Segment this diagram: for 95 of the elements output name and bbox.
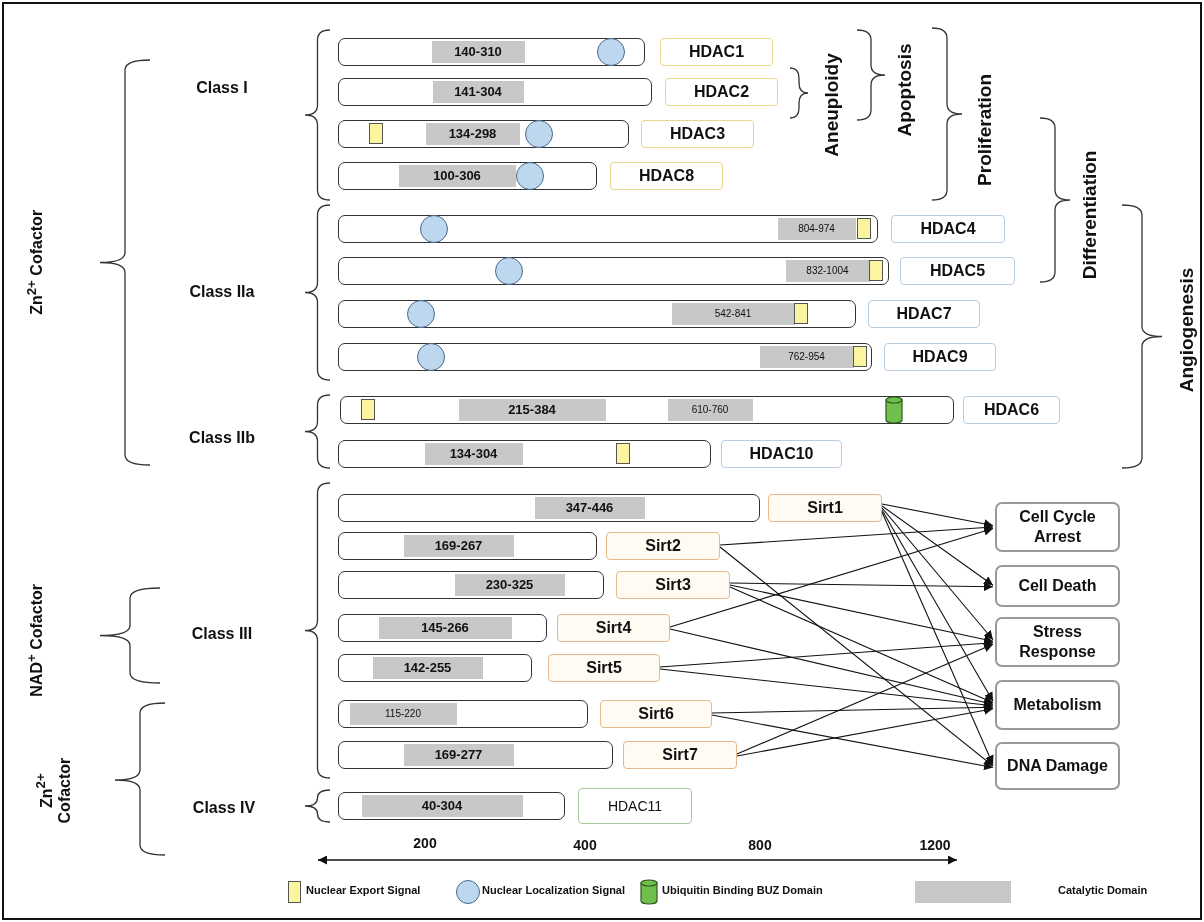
protein-label: HDAC6 bbox=[963, 396, 1060, 424]
outcome-box: DNA Damage bbox=[995, 742, 1120, 790]
protein-label: HDAC9 bbox=[884, 343, 996, 371]
arrow bbox=[719, 546, 994, 767]
protein-label: Sirt3 bbox=[616, 571, 730, 599]
arrow bbox=[881, 507, 994, 641]
protein-label: Sirt5 bbox=[548, 654, 660, 682]
protein-bar bbox=[338, 300, 856, 328]
outcome-box: Stress Response bbox=[995, 617, 1120, 667]
domain-box: 542-841 bbox=[671, 302, 795, 325]
protein-bar bbox=[338, 38, 645, 66]
arrow bbox=[669, 526, 994, 628]
domain-box: 762-954 bbox=[759, 345, 854, 368]
protein-label: Sirt1 bbox=[768, 494, 882, 522]
protein-label: HDAC10 bbox=[721, 440, 842, 468]
protein-label: Sirt7 bbox=[623, 741, 737, 769]
class-label: Class I bbox=[195, 79, 249, 98]
arrow bbox=[719, 523, 994, 546]
protein-label: HDAC3 bbox=[641, 120, 754, 148]
protein-label: Sirt2 bbox=[606, 532, 720, 560]
protein-bar bbox=[338, 792, 565, 820]
domain-box: 347-446 bbox=[534, 496, 645, 519]
legend-text: Nuclear Export Signal bbox=[306, 884, 421, 896]
protein-bar bbox=[338, 162, 597, 190]
domain-box: 141-304 bbox=[432, 80, 524, 103]
protein-bar bbox=[338, 120, 629, 148]
domain-box: 140-310 bbox=[431, 40, 525, 63]
outcome-box: Cell Cycle Arrest bbox=[995, 502, 1120, 552]
protein-label: Sirt4 bbox=[557, 614, 670, 642]
domain-box: 215-384 bbox=[458, 398, 606, 421]
domain-box: 145-266 bbox=[378, 616, 512, 639]
protein-bar bbox=[338, 741, 613, 769]
domain-box: 610-760 bbox=[667, 398, 753, 421]
protein-label: HDAC4 bbox=[891, 215, 1005, 243]
legend-text: Ubiquitin Binding BUZ Domain bbox=[662, 884, 823, 896]
protein-bar bbox=[338, 532, 597, 560]
arrow bbox=[729, 584, 994, 644]
arrow bbox=[729, 586, 994, 704]
axis-tick-label: 800 bbox=[747, 837, 773, 854]
axis-tick-label: 200 bbox=[412, 835, 438, 852]
protein-bar bbox=[338, 494, 760, 522]
outcome-label: Differentiation bbox=[1079, 149, 1101, 282]
domain-box: 804-974 bbox=[777, 217, 856, 240]
cofactor-label: Zn$^{2+}$ Cofactor bbox=[33, 756, 75, 825]
protein-bar bbox=[338, 343, 872, 371]
axis-tick-label: 400 bbox=[572, 837, 598, 854]
arrow bbox=[736, 705, 994, 757]
outcome-label: Apoptosis bbox=[894, 42, 916, 139]
legend-text: Nuclear Localization Signal bbox=[482, 884, 626, 896]
class-label: Class IV bbox=[191, 799, 257, 818]
protein-label: HDAC2 bbox=[665, 78, 778, 106]
class-label: Class IIb bbox=[188, 429, 256, 448]
domain-box: 169-267 bbox=[403, 534, 514, 557]
domain-box: 134-298 bbox=[425, 122, 520, 145]
domain-box: 142-255 bbox=[372, 656, 483, 679]
domain-box: 169-277 bbox=[403, 743, 514, 766]
domain-box: 832-1004 bbox=[785, 259, 870, 282]
arrow bbox=[881, 503, 994, 529]
arrow bbox=[669, 628, 994, 707]
class-label: Class IIa bbox=[188, 283, 256, 302]
outcome-box: Metabolism bbox=[995, 680, 1120, 730]
outcome-label: Angiogenesis bbox=[1176, 266, 1198, 395]
outcome-box: Cell Death bbox=[995, 565, 1120, 607]
protein-label: HDAC8 bbox=[610, 162, 723, 190]
protein-label: Sirt6 bbox=[600, 700, 712, 728]
protein-bar bbox=[338, 257, 889, 285]
protein-label: HDAC11 bbox=[578, 788, 692, 824]
domain-box: 100-306 bbox=[398, 164, 516, 187]
protein-bar bbox=[338, 614, 547, 642]
domain-box: 40-304 bbox=[361, 794, 523, 817]
protein-bar bbox=[338, 654, 532, 682]
protein-label: HDAC1 bbox=[660, 38, 773, 66]
outcome-label: Aneuploidy bbox=[821, 52, 843, 159]
protein-label: HDAC7 bbox=[868, 300, 980, 328]
arrow bbox=[881, 509, 994, 702]
protein-bar bbox=[338, 440, 711, 468]
protein-bar bbox=[340, 396, 954, 424]
legend-text: Catalytic Domain bbox=[1058, 884, 1148, 896]
arrow bbox=[881, 505, 994, 586]
domain-box: 115-220 bbox=[349, 702, 457, 725]
protein-bar bbox=[338, 78, 652, 106]
arrow bbox=[736, 643, 994, 755]
arrow bbox=[729, 582, 994, 592]
protein-bar bbox=[338, 215, 878, 243]
outcome-label: Proliferation bbox=[974, 72, 996, 188]
protein-bar bbox=[338, 571, 604, 599]
arrow bbox=[659, 638, 994, 668]
axis-tick-label: 1200 bbox=[918, 837, 952, 854]
class-label: Class III bbox=[190, 625, 254, 644]
arrow bbox=[881, 511, 994, 766]
domain-box: 230-325 bbox=[454, 573, 565, 596]
protein-label: HDAC5 bbox=[900, 257, 1015, 285]
domain-box: 134-304 bbox=[424, 442, 523, 465]
arrow bbox=[711, 714, 994, 771]
protein-bar bbox=[338, 700, 588, 728]
